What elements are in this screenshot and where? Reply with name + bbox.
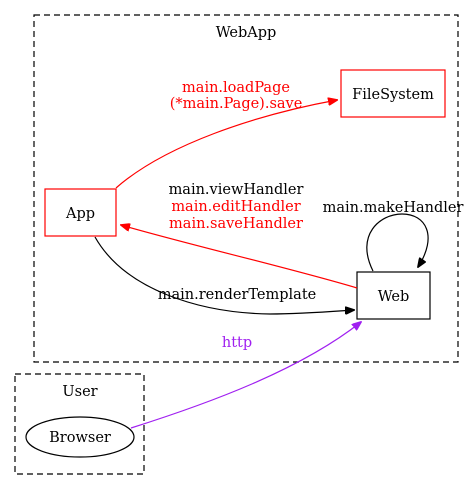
edge-app-to-web-line	[94, 236, 354, 314]
node-web-label: Web	[378, 289, 410, 305]
edge-app-to-filesystem-line	[115, 100, 337, 189]
cluster-webapp-label: WebApp	[216, 25, 277, 41]
node-app-label: App	[65, 206, 95, 222]
node-browser-ellipse	[25, 416, 135, 458]
cluster-user-border	[14, 373, 145, 475]
edge-app-to-filesystem-label-2: (*main.Page).save	[170, 96, 303, 112]
edge-web-to-app-label-3: main.saveHandler	[169, 216, 303, 232]
node-app-box	[44, 188, 117, 237]
node-web[interactable]: Web	[356, 271, 431, 320]
node-filesystem-label: FileSystem	[352, 87, 434, 103]
edge-browser-to-web: http	[130, 322, 361, 429]
node-filesystem[interactable]: FileSystem	[340, 69, 446, 118]
edge-web-self-loop: main.makeHandler	[323, 200, 464, 272]
edge-web-to-app-label-1: main.viewHandler	[169, 182, 304, 198]
cluster-user-label: User	[62, 384, 97, 400]
cluster-webapp-border	[33, 14, 459, 363]
edge-browser-to-web-label: http	[222, 335, 252, 351]
edge-browser-to-web-line	[130, 322, 361, 429]
edge-web-to-app-line	[121, 225, 358, 289]
node-web-box	[356, 271, 431, 320]
edge-web-to-app-label-2: main.editHandler	[171, 199, 300, 215]
edge-app-to-filesystem: main.loadPage (*main.Page).save	[115, 80, 337, 189]
node-browser-label: Browser	[49, 430, 111, 446]
node-app[interactable]: App	[44, 188, 117, 237]
edge-web-self-loop-line	[366, 213, 429, 272]
cluster-user: User	[14, 373, 145, 475]
edge-web-self-loop-label: main.makeHandler	[323, 200, 464, 216]
edge-web-to-app: main.viewHandler main.editHandler main.s…	[121, 182, 358, 289]
edge-app-to-web-label: main.renderTemplate	[158, 287, 316, 303]
cluster-webapp: Web App	[33, 14, 459, 363]
node-browser[interactable]: Browser	[25, 416, 135, 458]
node-filesystem-box	[340, 69, 446, 118]
edge-app-to-web: main.renderTemplate	[94, 236, 354, 314]
edge-app-to-filesystem-label-1: main.loadPage	[182, 80, 290, 96]
